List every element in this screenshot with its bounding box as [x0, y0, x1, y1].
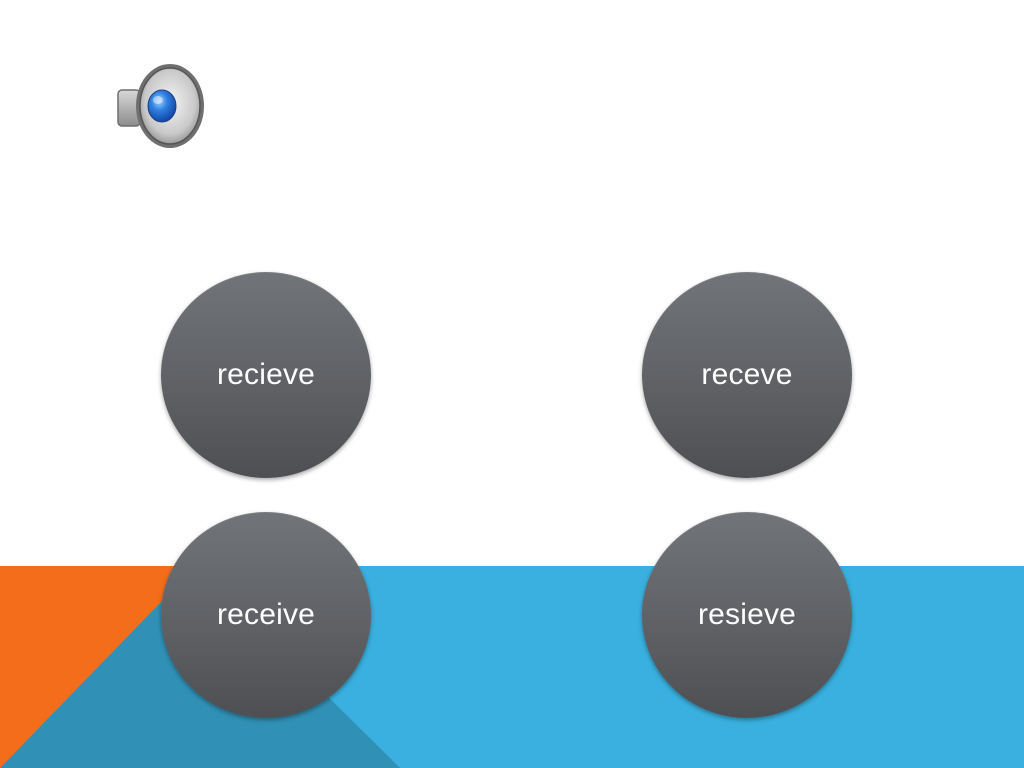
audio-button[interactable]: [114, 60, 208, 152]
footer-band-decoration: [0, 566, 400, 768]
choice-label: resieve: [697, 598, 797, 631]
choice-circle-4[interactable]: resieve: [642, 512, 852, 718]
choice-label: recieve: [216, 358, 316, 391]
choice-label: receve: [701, 358, 793, 391]
choice-label: receive: [216, 598, 316, 631]
choice-circle-3[interactable]: receive: [161, 512, 371, 718]
choice-circle-2[interactable]: receve: [642, 272, 852, 478]
choice-circle-1[interactable]: recieve: [161, 272, 371, 478]
speaker-icon: [117, 64, 204, 148]
